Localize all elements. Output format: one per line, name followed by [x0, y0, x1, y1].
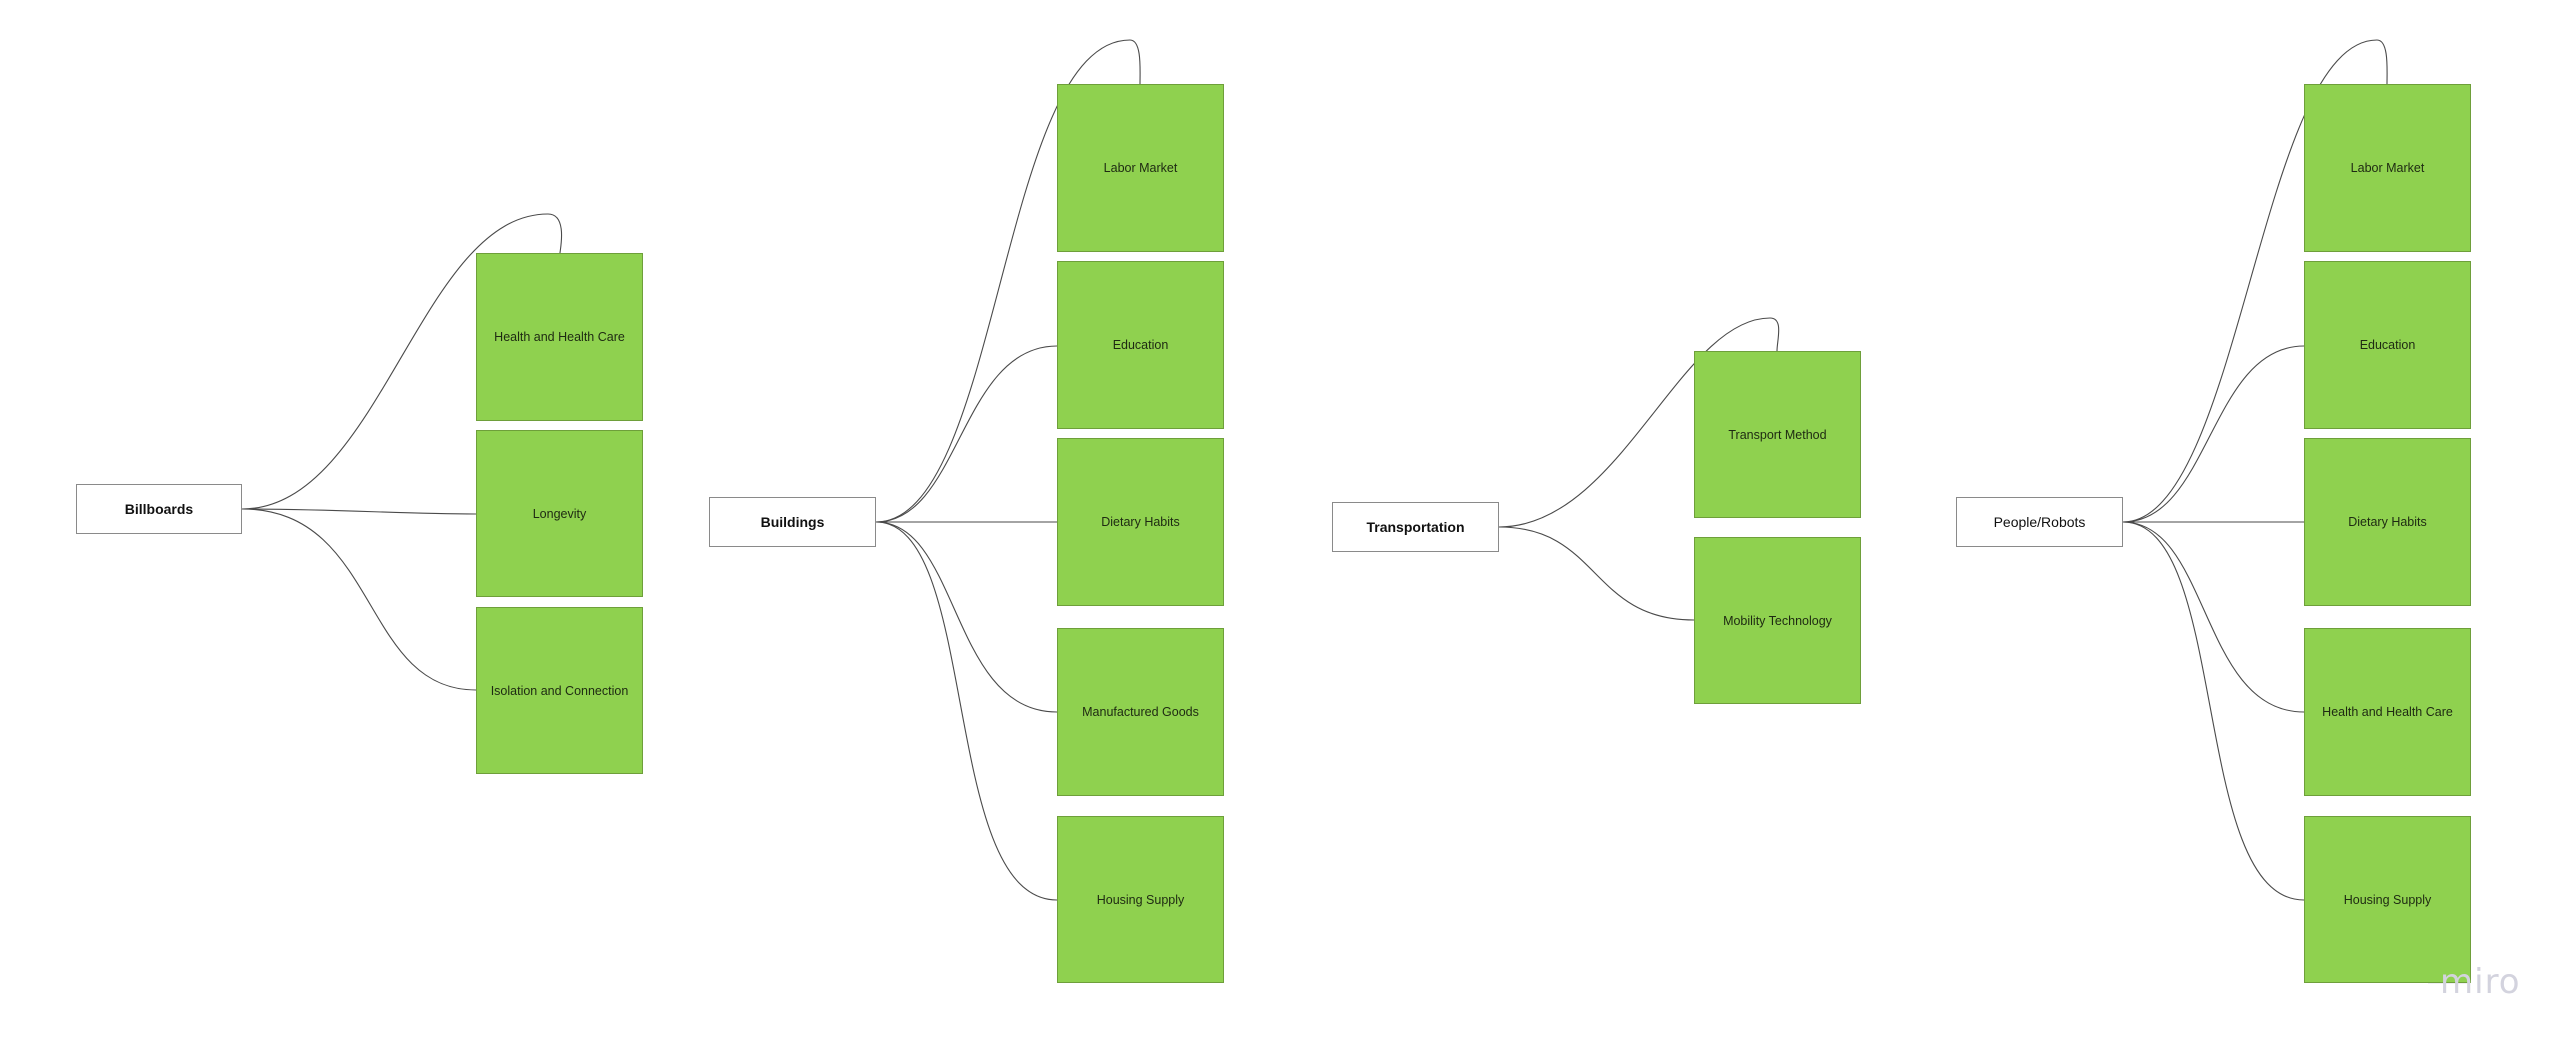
sticky-note[interactable]: Labor Market — [2304, 84, 2471, 252]
sticky-note[interactable]: Housing Supply — [1057, 816, 1224, 983]
sticky-note[interactable]: Isolation and Connection — [476, 607, 643, 774]
sticky-note[interactable]: Mobility Technology — [1694, 537, 1861, 704]
sticky-note[interactable]: Labor Market — [1057, 84, 1224, 252]
topic-buildings[interactable]: Buildings — [709, 497, 876, 547]
sticky-note[interactable]: Longevity — [476, 430, 643, 597]
sticky-note[interactable]: Dietary Habits — [2304, 438, 2471, 606]
connector-line — [2122, 521, 2305, 901]
sticky-note[interactable]: Health and Health Care — [476, 253, 643, 421]
connector-line — [2122, 521, 2305, 713]
topic-billboards[interactable]: Billboards — [76, 484, 242, 534]
topic-people-robots[interactable]: People/Robots — [1956, 497, 2123, 547]
sticky-note[interactable]: Manufactured Goods — [1057, 628, 1224, 796]
topic-transportation[interactable]: Transportation — [1332, 502, 1499, 552]
sticky-note[interactable]: Transport Method — [1694, 351, 1861, 518]
connector-line — [241, 508, 477, 691]
sticky-note[interactable]: Housing Supply — [2304, 816, 2471, 983]
connector-line — [875, 521, 1058, 901]
sticky-note[interactable]: Education — [1057, 261, 1224, 429]
connector-line — [875, 521, 1058, 713]
connector-line — [875, 345, 1058, 523]
sticky-note[interactable]: Health and Health Care — [2304, 628, 2471, 796]
sticky-note[interactable]: Education — [2304, 261, 2471, 429]
connector-line — [2122, 345, 2305, 523]
miro-watermark: miro — [2428, 958, 2521, 1002]
connector-line — [241, 508, 477, 515]
sticky-note[interactable]: Dietary Habits — [1057, 438, 1224, 606]
connector-line — [1498, 526, 1695, 621]
